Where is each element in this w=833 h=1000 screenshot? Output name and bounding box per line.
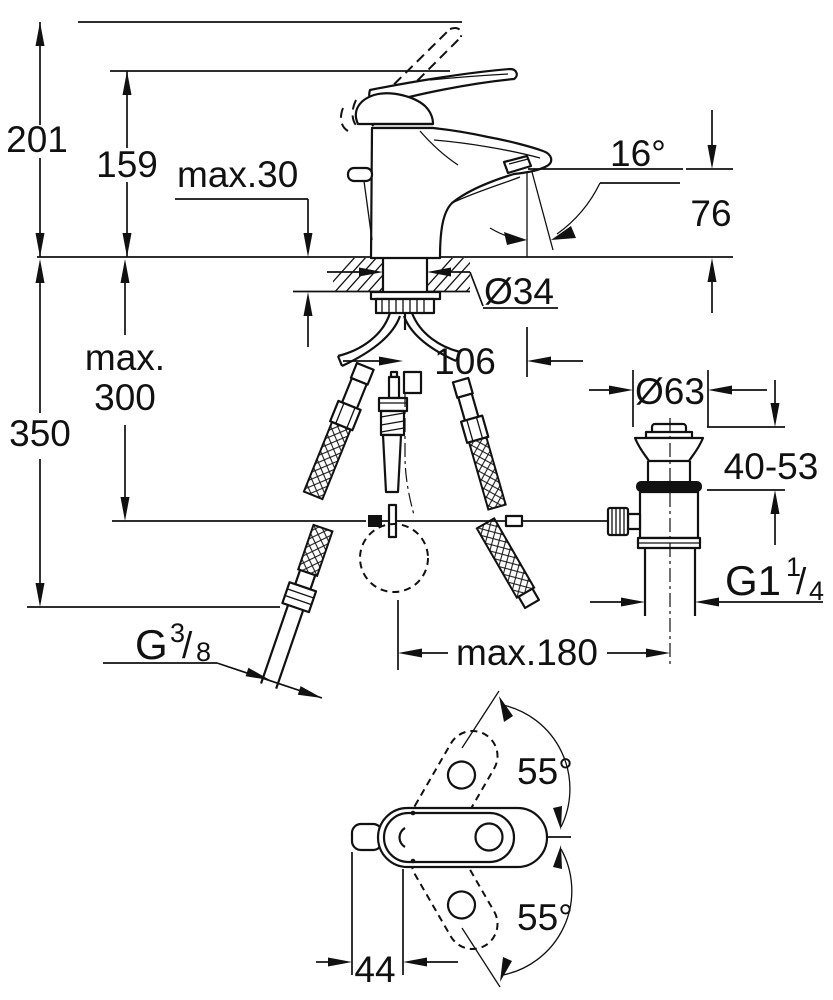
o-ring <box>636 481 702 492</box>
label-waste-thread-sub: 4 <box>809 576 824 606</box>
label-waste-thread-slash: / <box>796 561 807 602</box>
reference-lines <box>37 21 733 293</box>
dimension-swing-up: 55° <box>461 690 573 830</box>
faucet-centerline <box>404 393 415 516</box>
pop-up-waste <box>606 418 705 667</box>
handle-swing-down-dashed <box>410 835 499 951</box>
handle-swing-up-dashed <box>410 729 499 845</box>
dimension-waste-diameter: Ø63 <box>589 370 767 427</box>
dimension-76: 76 <box>686 110 733 313</box>
label-waste-thread: G1 <box>725 557 781 604</box>
mounting-shank <box>336 258 462 367</box>
dimension-clamping-range: 40-53 <box>707 380 818 545</box>
dimension-106: 106 <box>343 327 583 382</box>
label-swing-down: 55° <box>517 897 573 938</box>
dimension-rod-reach: max.180 <box>397 600 670 673</box>
handle-hole <box>474 822 504 852</box>
label-supply-thread: G <box>135 621 168 668</box>
label-overall-height: 201 <box>6 119 68 160</box>
label-swing-up: 55° <box>517 751 573 792</box>
label-spout-height: 76 <box>690 193 731 234</box>
dimension-spout-to-axis: 44 <box>316 852 458 990</box>
label-rod-reach: max.180 <box>456 632 598 673</box>
logo-crescent <box>398 827 406 848</box>
rod-adjuster-knob <box>606 506 630 537</box>
dimension-350: 350 <box>9 259 280 608</box>
label-waste-flange-diameter: Ø63 <box>635 371 705 412</box>
label-hose-drop-word: max. <box>85 337 165 378</box>
label-clamping-range: 40-53 <box>724 446 819 487</box>
center-adapter <box>377 370 423 516</box>
label-hose-drop-value: 300 <box>94 377 156 418</box>
dimension-swing-down: 55° <box>461 845 573 988</box>
label-deck-thickness: max.30 <box>177 154 298 195</box>
handle-dome <box>354 92 435 126</box>
dimension-supply-thread: G 3 / 8 <box>103 618 323 699</box>
label-rod-offset: 106 <box>434 341 496 382</box>
pull-rod-knob <box>346 166 374 183</box>
dimension-max300: max. 300 <box>85 259 165 521</box>
label-supply-thread-sup: 3 <box>170 618 185 648</box>
label-waste-thread-sup: 1 <box>786 552 801 582</box>
dimension-201: 201 <box>6 22 68 257</box>
spout-angle-construction <box>489 168 683 257</box>
dimension-16deg: 16° <box>610 133 666 174</box>
supply-hose-upper-right <box>451 376 507 511</box>
label-spout-to-axis: 44 <box>354 949 395 990</box>
label-hole-diameter: Ø34 <box>484 271 554 312</box>
supply-hose-lower-left <box>260 523 334 690</box>
dimension-159: 159 <box>96 71 158 257</box>
basin-mixer-side-view <box>339 27 553 260</box>
label-body-height: 159 <box>96 144 158 185</box>
dimension-waste-thread: G1 1 / 4 <box>590 552 824 607</box>
supply-hose-lower-right <box>475 517 541 610</box>
rod-swing-dashed-circle <box>359 523 429 593</box>
handle-top-view <box>382 811 516 864</box>
dimension-max30: max.30 <box>175 154 313 347</box>
supply-hose-upper-left <box>302 361 375 501</box>
pop-up-rod <box>112 503 608 593</box>
label-supply-drop: 350 <box>9 413 71 454</box>
label-spout-angle: 16° <box>610 133 666 174</box>
mounting-nut <box>374 297 436 315</box>
dimension-hole-diameter: Ø34 <box>327 267 558 312</box>
label-supply-thread-slash: / <box>182 625 193 666</box>
label-supply-thread-sub: 8 <box>196 637 211 667</box>
top-view <box>350 729 571 951</box>
